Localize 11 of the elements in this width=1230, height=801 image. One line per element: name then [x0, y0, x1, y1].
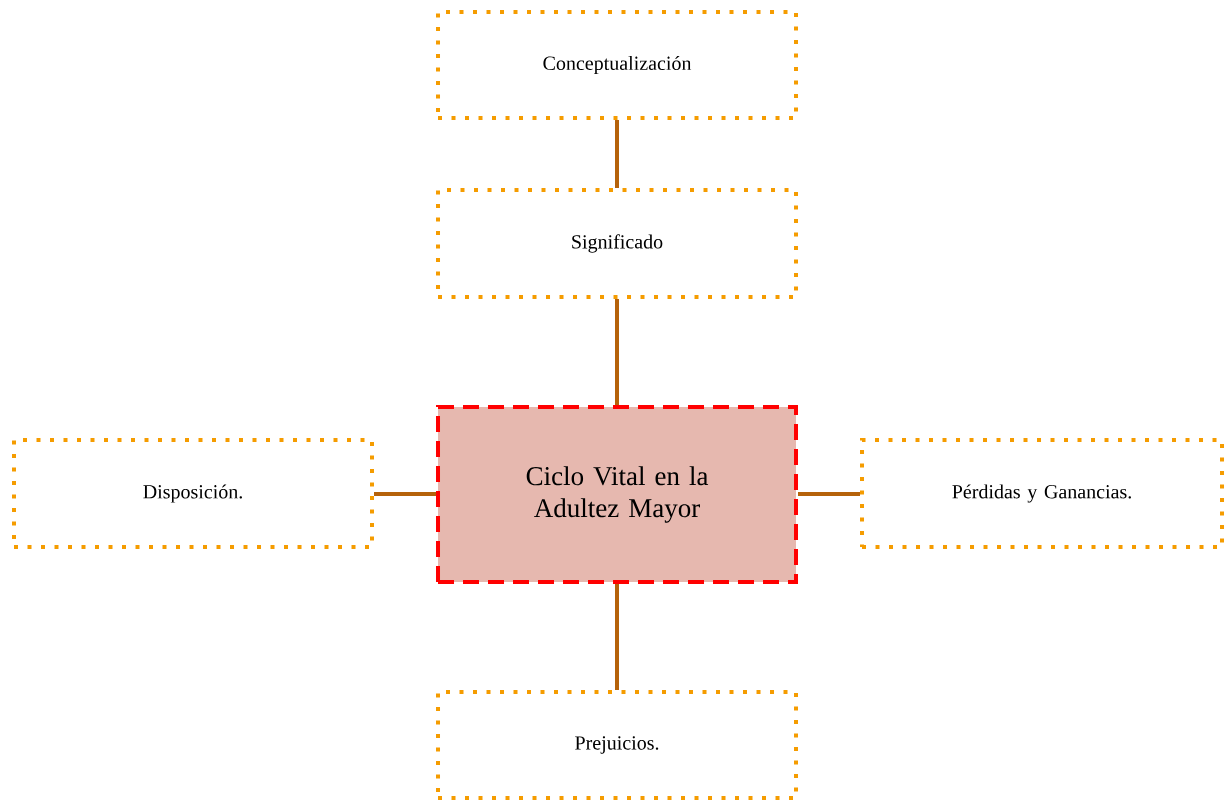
topic-box: Significado: [436, 188, 798, 299]
topic-box: Disposición.: [12, 438, 374, 549]
topic-box: Pérdidas y Ganancias.: [860, 438, 1224, 549]
connector-line: [615, 584, 619, 690]
connector-line: [615, 299, 619, 405]
topic-box: Conceptualización: [436, 10, 798, 120]
connector-line: [374, 491, 436, 497]
central-box: Ciclo Vital en la Adultez Mayor: [436, 405, 798, 584]
connector-line: [798, 491, 860, 497]
topic-box: Prejuicios.: [436, 690, 798, 800]
connector-line: [615, 120, 619, 188]
